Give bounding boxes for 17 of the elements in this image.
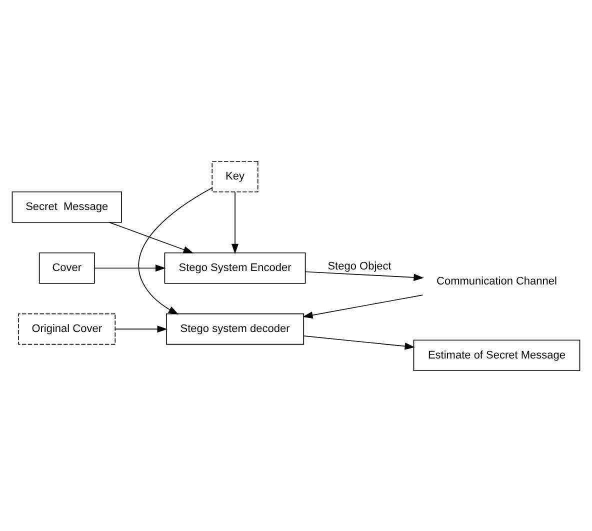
node-box: Stego system decoder <box>166 312 304 344</box>
arrow <box>94 264 166 272</box>
arrow <box>231 191 239 254</box>
node-box: Estimate of Secret Message <box>413 339 580 371</box>
node-box: Secret Message <box>12 190 122 222</box>
node-text: Communication Channel <box>436 275 557 288</box>
arrow <box>138 186 213 314</box>
arrow <box>109 222 194 253</box>
node-box: Key <box>212 160 258 192</box>
node-box: Stego System Encoder <box>164 252 306 284</box>
arrow <box>114 325 168 332</box>
arrow <box>302 294 424 318</box>
arrow <box>305 270 424 280</box>
arrow <box>303 335 415 350</box>
edge-label: Stego Object <box>328 260 392 272</box>
node-box: Original Cover <box>18 312 116 344</box>
node-box: Cover <box>38 252 95 284</box>
